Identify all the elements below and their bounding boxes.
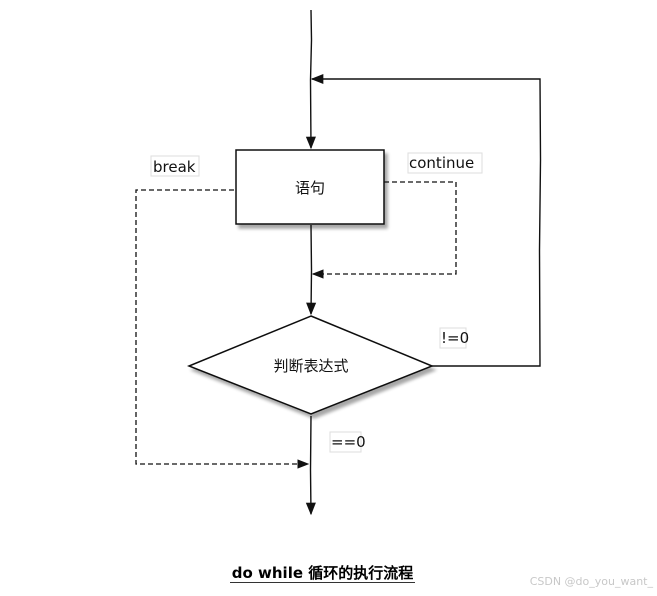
statement-to-condition-arrow [306, 224, 317, 316]
not-zero-label-box [439, 327, 467, 349]
watermark: CSDN @do_you_want_ [529, 575, 653, 588]
continue-arrow [311, 181, 457, 279]
condition-diamond [186, 315, 434, 415]
not-zero-label: !=0 [441, 329, 469, 347]
exit-arrow [305, 415, 316, 516]
statement-label: 语句 [295, 179, 325, 197]
figure-caption-wrap: do while 循环的执行流程 [0, 562, 645, 583]
figure-caption: do while 循环的执行流程 [229, 564, 416, 583]
entry-arrow [305, 9, 316, 150]
continue-label: continue [409, 154, 474, 172]
break-arrow [135, 189, 310, 469]
break-label: break [153, 158, 196, 176]
statement-box [235, 149, 385, 225]
equals-zero-label-box [329, 431, 362, 453]
equals-zero-label: ==0 [331, 433, 366, 451]
condition-label: 判断表达式 [273, 357, 348, 375]
continue-label-box [407, 152, 483, 174]
break-label-box [150, 155, 200, 177]
loop-back-arrow [310, 73, 542, 367]
